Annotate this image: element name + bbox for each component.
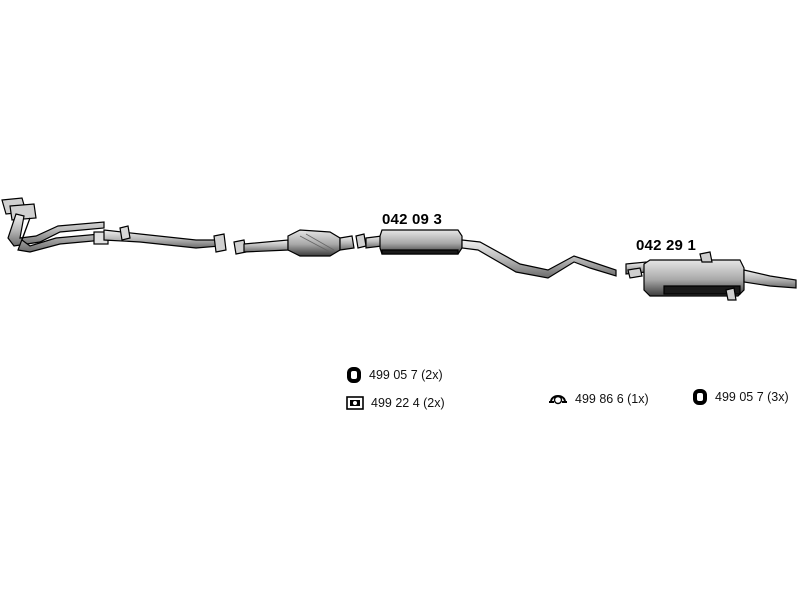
legend-label: 499 05 7 (2x) [369, 368, 443, 382]
legend-item: 499 05 7 (2x) [346, 366, 443, 384]
legend-label: 499 22 4 (2x) [371, 396, 445, 410]
catalytic-converter [233, 229, 355, 257]
part-number-middle-silencer: 042 09 3 [382, 211, 442, 228]
rubber-hanger-icon [693, 389, 707, 405]
legend-label: 499 05 7 (3x) [715, 390, 789, 404]
rear-silencer-drawing [625, 251, 797, 301]
front-pipe [1, 197, 227, 253]
part-number-rear-silencer: 042 29 1 [636, 237, 696, 254]
middle-silencer-drawing [355, 229, 617, 279]
clamp-bracket-icon [346, 396, 364, 410]
legend-item: 499 05 7 (3x) [692, 388, 789, 406]
legend-item: 499 86 6 (1x) [548, 390, 649, 408]
legend-item: 499 22 4 (2x) [346, 396, 445, 410]
legend-label: 499 86 6 (1x) [575, 392, 649, 406]
pipe-clamp-icon [549, 395, 567, 405]
rubber-hanger-icon [347, 367, 361, 383]
